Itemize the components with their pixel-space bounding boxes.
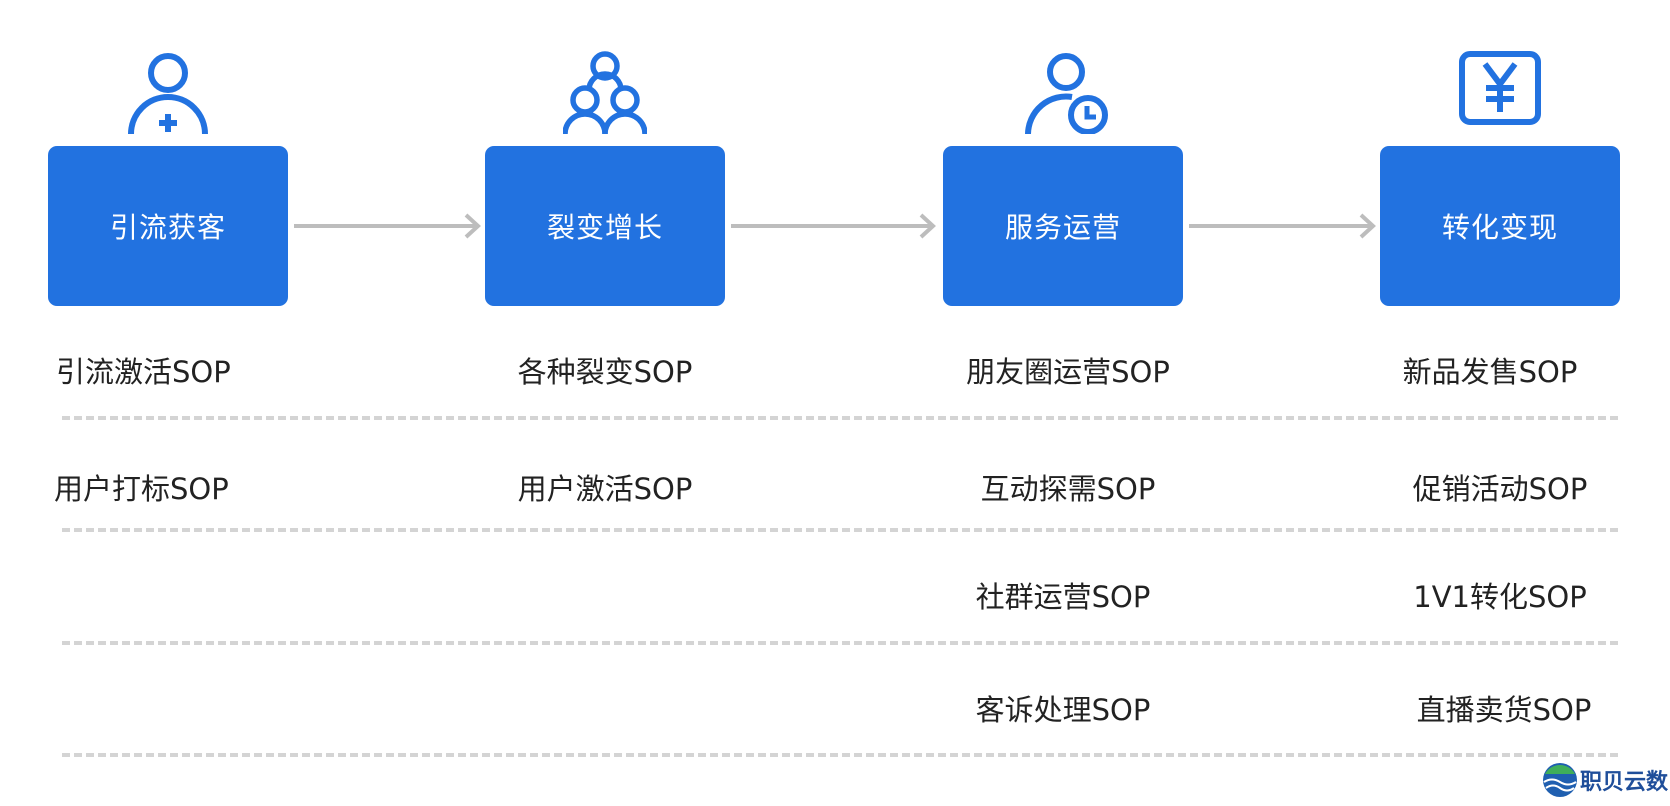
brand-logo: 职贝云数 — [1542, 762, 1668, 798]
sop-item: 互动探需SOP — [980, 472, 1156, 506]
user-add-icon — [128, 53, 208, 134]
sop-item: 社群运营SOP — [975, 580, 1151, 614]
user-group-icon — [563, 51, 647, 134]
flow-arrow — [731, 213, 936, 239]
row-divider — [62, 753, 1618, 757]
row-divider — [62, 641, 1618, 645]
sop-item: 客诉处理SOP — [975, 693, 1151, 727]
sop-item: 用户激活SOP — [517, 472, 693, 506]
sop-item: 引流激活SOP — [56, 355, 231, 389]
yen-icon — [1459, 51, 1541, 125]
stage-conversion[interactable]: 转化变现 — [1380, 146, 1620, 306]
sop-item: 朋友圈运营SOP — [966, 355, 1170, 389]
logo-text: 职贝云数 — [1580, 770, 1669, 795]
flow-arrow — [294, 213, 481, 239]
stage-viral-growth[interactable]: 裂变增长 — [485, 146, 725, 306]
stage-label: 引流获客 — [109, 211, 226, 244]
globe-wave-icon — [1543, 763, 1577, 797]
stage-traffic-acquisition[interactable]: 引流获客 — [48, 146, 288, 306]
sop-item: 用户打标SOP — [54, 472, 229, 506]
sop-item: 新品发售SOP — [1402, 355, 1578, 389]
sop-item: 直播卖货SOP — [1416, 693, 1592, 727]
user-clock-icon — [1025, 53, 1108, 134]
stage-label: 裂变增长 — [546, 211, 663, 244]
sop-item: 1V1转化SOP — [1413, 580, 1587, 614]
flow-arrow — [1189, 213, 1376, 239]
stage-label: 服务运营 — [1004, 211, 1121, 244]
row-divider — [62, 528, 1618, 532]
row-divider — [62, 416, 1618, 420]
sop-item: 各种裂变SOP — [517, 355, 693, 389]
stage-service-operation[interactable]: 服务运营 — [943, 146, 1183, 306]
stage-label: 转化变现 — [1441, 211, 1558, 244]
sop-item: 促销活动SOP — [1412, 472, 1588, 506]
